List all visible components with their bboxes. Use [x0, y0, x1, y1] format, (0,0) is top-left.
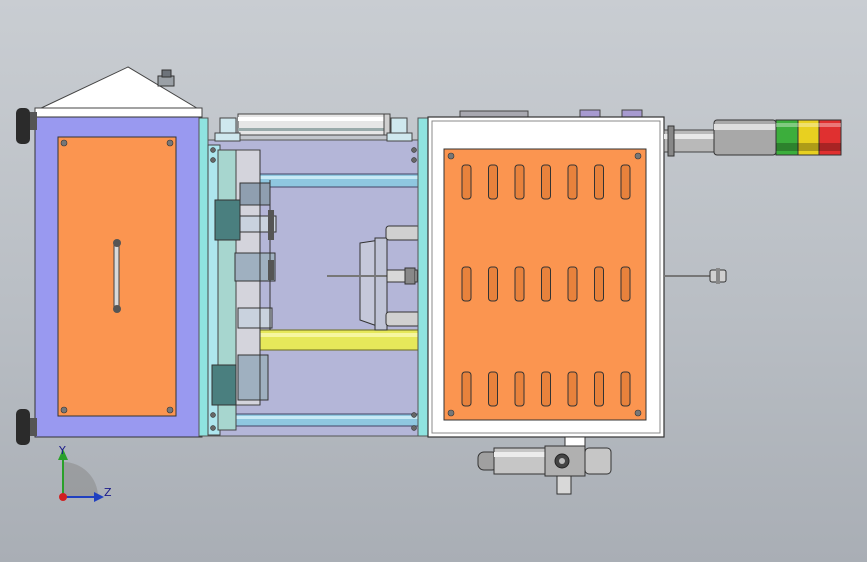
cad-axis-triad-icon: Y Z — [58, 444, 112, 502]
top-slide-cover — [237, 113, 391, 136]
moving-platen — [207, 144, 277, 436]
vent-slot — [594, 371, 604, 407]
cabinet-roof — [36, 66, 202, 111]
mount-bracket — [214, 117, 413, 142]
axis-z-label: Z — [104, 486, 112, 499]
nozzle-assembly — [327, 225, 421, 331]
vent-slot — [461, 266, 472, 302]
vent-slot — [461, 164, 472, 200]
vent-slot — [541, 266, 551, 302]
body-frame-inner-edge — [431, 120, 661, 434]
vent-slot — [620, 371, 631, 407]
vent-slot — [514, 164, 525, 200]
cabinet-door-panel — [57, 136, 177, 417]
door-handle[interactable] — [113, 239, 121, 313]
light-tower-icon — [663, 119, 842, 157]
vent-slot — [594, 266, 604, 302]
axis-y-label: Y — [58, 444, 66, 457]
platen-side-rail — [417, 117, 429, 437]
vent-slot — [567, 266, 578, 302]
vent-slot — [620, 164, 631, 200]
clamp-section[interactable] — [207, 113, 429, 437]
screw-icon — [447, 152, 642, 417]
top-knob — [157, 69, 175, 87]
vent-slot — [541, 371, 551, 407]
vent-slot — [488, 164, 498, 200]
screw-icon — [210, 147, 417, 431]
vent-slot — [594, 164, 604, 200]
vent-slot — [514, 371, 525, 407]
vent-slot — [541, 164, 551, 200]
vent-slot-icon — [461, 164, 631, 407]
vent-slot — [461, 371, 472, 407]
vent-slot — [567, 371, 578, 407]
vent-slot — [567, 164, 578, 200]
cabinet-top-strip — [34, 107, 203, 118]
ejector-pin — [664, 268, 727, 284]
screw-icon — [60, 139, 174, 414]
left-cabinet[interactable] — [16, 66, 209, 445]
foot-leveler-icon — [16, 108, 37, 445]
vent-slot — [620, 266, 631, 302]
vent-slot — [488, 371, 498, 407]
vent-slot — [488, 266, 498, 302]
bottom-cylinder — [477, 436, 612, 495]
cabinet-side-rail — [198, 117, 209, 437]
vent-slot — [514, 266, 525, 302]
yellow-tie-bar-highlight — [208, 333, 420, 337]
injection-unit-body[interactable] — [427, 109, 842, 495]
